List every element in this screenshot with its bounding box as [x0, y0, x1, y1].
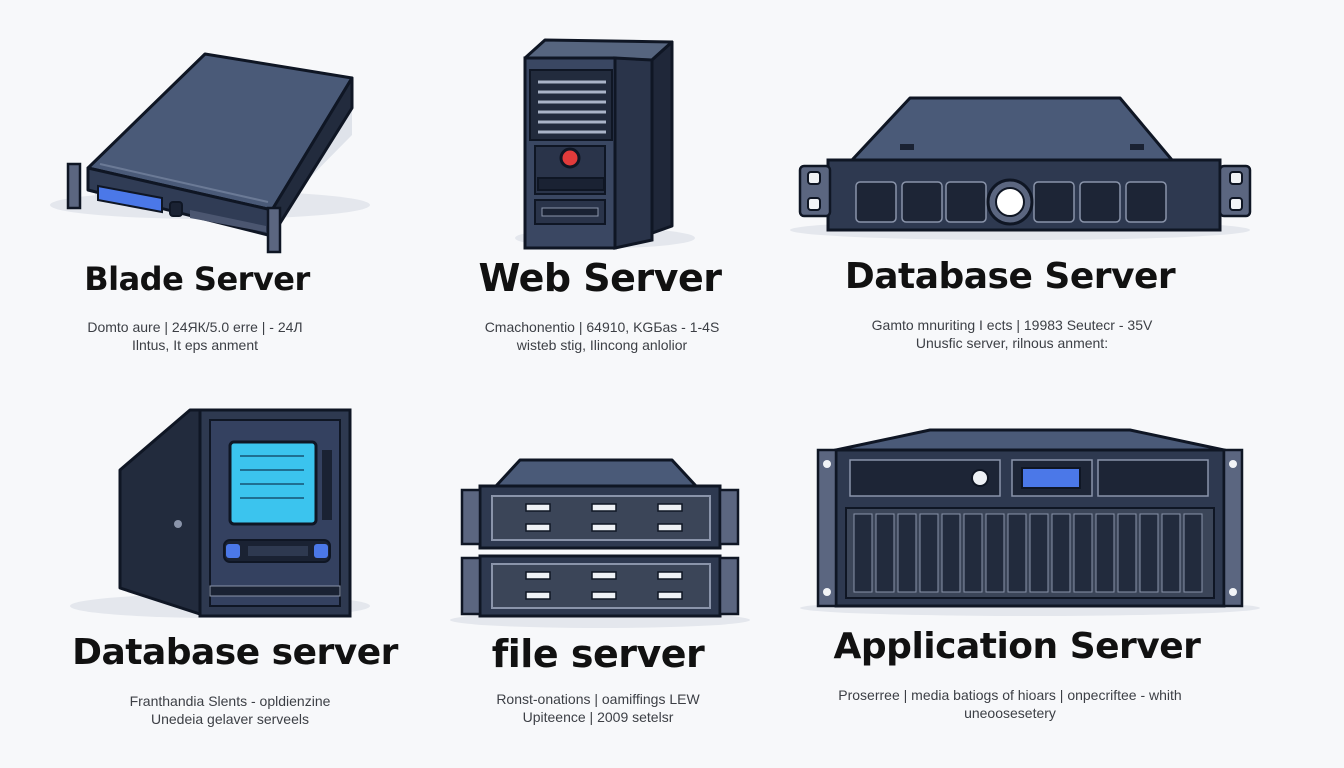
server-description: Gamto mnuriting I ects | 19983 Seutecr -… [871, 317, 1153, 351]
server-description: Proserree | media batiogs of hioars | on… [838, 687, 1182, 721]
monitor-server-icon [70, 408, 370, 618]
server-card-application: Application Server Proserree | media bat… [790, 420, 1270, 730]
server-title: Database Server [844, 256, 1176, 297]
rack-server-icon [50, 52, 370, 254]
server-card-blade: Blade Server Domto aure | 24ЯК/5.0 erre … [40, 40, 370, 360]
rack-server-icon [800, 428, 1260, 616]
stacked-server-icon [450, 458, 750, 628]
server-card-database-2: Database server Franthandia Slents - opl… [60, 400, 420, 730]
server-card-web: Web Server Cmachonentio | 64910, KGБas -… [450, 30, 760, 360]
server-title: file server [491, 632, 705, 676]
rack-server-icon [790, 96, 1252, 240]
server-description: Domto aure | 24ЯК/5.0 erre | - 24Л Ilntu… [87, 319, 303, 353]
server-description: Ronst-onations | oamiffings LEW Upiteenc… [496, 691, 700, 725]
server-description: Franthandia Slents - opldienzine Unedeia… [129, 693, 331, 727]
server-title: Application Server [833, 626, 1201, 667]
server-description: Cmachonentio | 64910, KGБas - 1-4Ѕ wiste… [484, 319, 720, 353]
server-title: Web Server [478, 256, 722, 300]
server-title: Database server [72, 632, 398, 673]
server-card-file: file server Ronst-onations | oamiffings … [440, 440, 760, 730]
server-title: Blade Server [84, 260, 310, 298]
server-card-database: Database Server Gamto mnuriting I ects |… [780, 80, 1260, 360]
tower-server-icon [515, 38, 695, 250]
